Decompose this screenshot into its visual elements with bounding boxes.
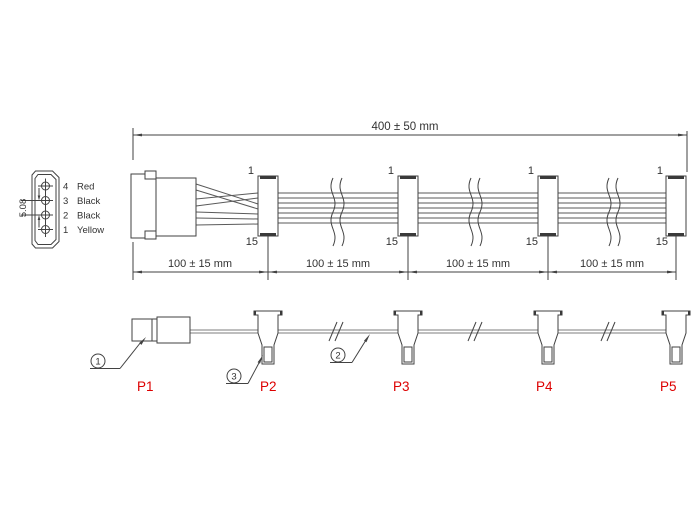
label-p1: P1 xyxy=(137,379,154,394)
connector-p5-side xyxy=(661,310,691,365)
segment-dimensions: 100 ± 15 mm 100 ± 15 mm 100 ± 15 mm 100 … xyxy=(132,236,677,280)
pin15-label: 15 xyxy=(246,236,258,248)
label-p3: P3 xyxy=(393,379,410,394)
segment-dimension-label: 100 ± 15 mm xyxy=(446,258,510,270)
segment-dimension-label: 100 ± 15 mm xyxy=(306,258,370,270)
connector-p2-top: 1 15 xyxy=(246,165,279,248)
plug-pins xyxy=(38,178,53,237)
connector-p2-side xyxy=(253,310,283,365)
molex-connector-side xyxy=(131,316,191,344)
overall-dimension-label: 400 ± 50 mm xyxy=(371,121,438,133)
plug-inner-outline xyxy=(34,174,57,245)
pin15-label: 15 xyxy=(386,236,398,248)
connector-p3-top: 1 15 xyxy=(386,165,419,248)
pitch-dimension-label: 5.08 xyxy=(18,199,29,218)
pin15-label: 15 xyxy=(656,236,668,248)
plug-outer-outline xyxy=(31,170,60,249)
callout-1-number: 1 xyxy=(95,356,100,367)
pin15-label: 15 xyxy=(526,236,538,248)
connector-p5-top: 1 15 xyxy=(656,165,687,248)
overall-dimension: 400 ± 50 mm xyxy=(132,121,688,172)
pitch-dimension: 5.08 xyxy=(18,188,46,228)
connector-p3-side xyxy=(393,310,423,365)
molex-connector xyxy=(130,170,197,240)
connector-p4-top: 1 15 xyxy=(526,165,559,248)
pin-color-label: Red xyxy=(77,182,94,193)
pin-color-label: Yellow xyxy=(77,225,104,236)
pin-number-label: 1 xyxy=(63,225,68,236)
connector-p4-side xyxy=(533,310,563,365)
wire-fan xyxy=(195,183,259,226)
callout-2: 2 xyxy=(330,334,370,363)
pin-number-label: 3 xyxy=(63,196,68,207)
pin1-label: 1 xyxy=(528,165,534,177)
callout-1: 1 xyxy=(90,337,146,369)
pin-color-label: Black xyxy=(77,196,100,207)
callout-3: 3 xyxy=(226,355,263,384)
position-labels: P1 P2 P3 P4 P5 xyxy=(137,379,677,394)
pin-number-label: 4 xyxy=(63,182,68,193)
side-view: 1 2 3 P1 P2 P3 P4 P5 xyxy=(90,310,691,394)
pin-number-label: 2 xyxy=(63,211,68,222)
label-p4: P4 xyxy=(536,379,553,394)
pin1-label: 1 xyxy=(248,165,254,177)
callout-2-number: 2 xyxy=(335,350,340,361)
segment-dimension-label: 100 ± 15 mm xyxy=(168,258,232,270)
segment-dimension-label: 100 ± 15 mm xyxy=(580,258,644,270)
label-p5: P5 xyxy=(660,379,677,394)
cable-break-marks xyxy=(328,321,616,342)
break-symbol xyxy=(330,177,621,247)
pin1-label: 1 xyxy=(657,165,663,177)
main-view: 1 15 1 15 1 15 1 15 xyxy=(130,165,687,248)
pin-legend-labels: 4 Red 3 Black 2 Black 1 Yellow xyxy=(63,182,104,237)
pin-color-label: Black xyxy=(77,211,100,222)
pin1-label: 1 xyxy=(388,165,394,177)
callout-3-number: 3 xyxy=(231,371,236,382)
label-p2: P2 xyxy=(260,379,277,394)
pin-legend-diagram: 5.08 4 Red 3 Black 2 Black 1 Yellow xyxy=(18,170,104,249)
